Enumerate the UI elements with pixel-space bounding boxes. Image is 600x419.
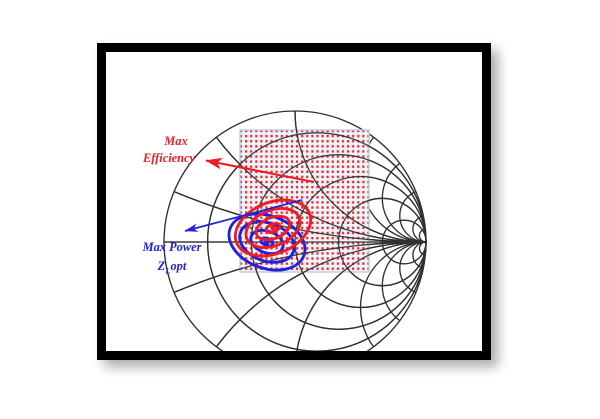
figure-frame: Max Efficiency Max Power ZLopt [97, 43, 491, 360]
max-efficiency-label-line1: Max [163, 134, 187, 148]
max-efficiency-point [270, 225, 276, 231]
max-efficiency-label: Max Efficiency [142, 134, 196, 165]
max-power-arrow [184, 199, 303, 232]
max-power-label-line1: Max Power [142, 240, 202, 254]
smith-chart-figure: Max Efficiency Max Power ZLopt [106, 52, 482, 351]
max-efficiency-label-line2: Efficiency [142, 151, 196, 165]
max-efficiency-arrow [205, 157, 315, 184]
zl-opt-subscript: L [164, 265, 170, 275]
zl-opt-suffix: opt [170, 259, 186, 273]
max-power-label: Max Power ZLopt [142, 240, 202, 275]
max-power-label-line2: ZLopt [157, 259, 187, 275]
max-efficiency-contours [233, 198, 313, 258]
zl-opt-prefix: Z [157, 259, 166, 273]
